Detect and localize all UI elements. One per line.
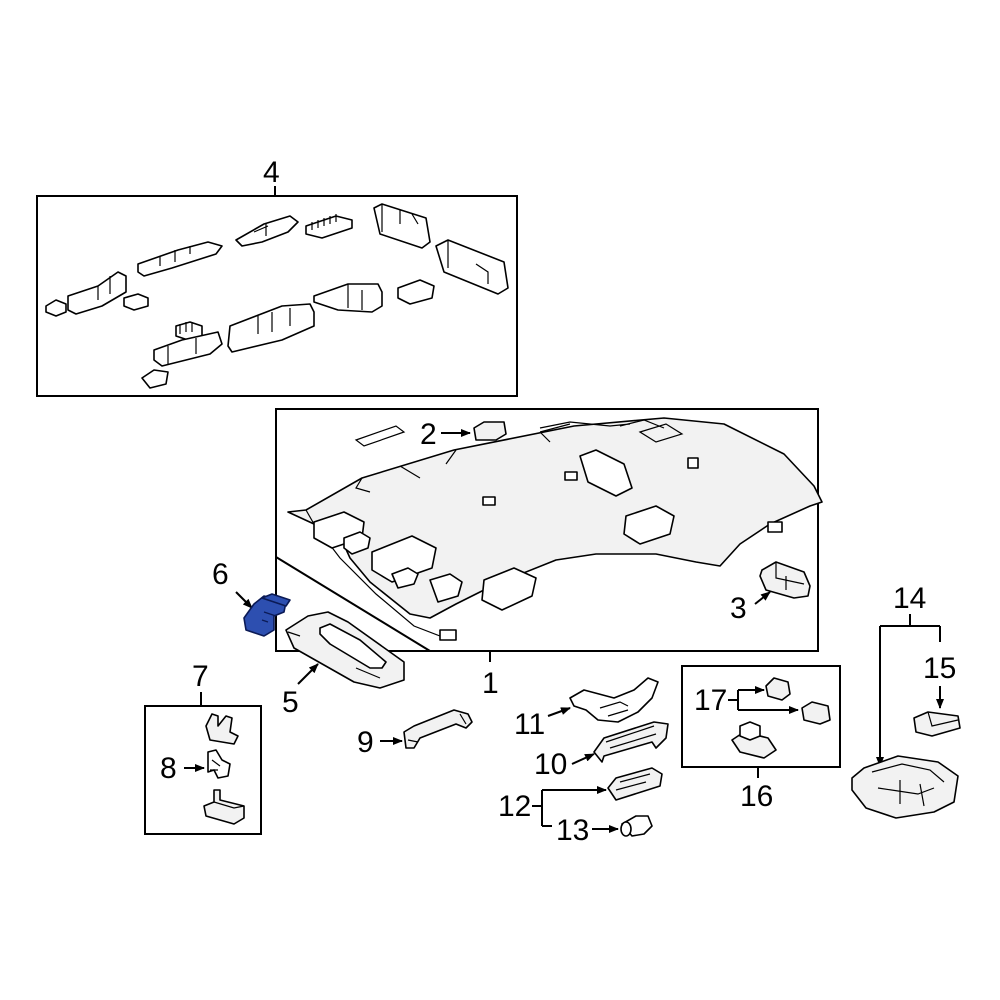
part-7-clip-top[interactable]: [205, 713, 239, 745]
part-7-clip-bottom[interactable]: [203, 789, 245, 825]
callout-15[interactable]: 15: [923, 652, 956, 685]
callout-17[interactable]: 17: [694, 684, 727, 717]
group-7-box: [144, 705, 262, 835]
part-12-lamp[interactable]: [607, 767, 663, 801]
part-11-bracket[interactable]: [569, 677, 659, 723]
callout-16[interactable]: 16: [740, 780, 773, 813]
callout-2[interactable]: 2: [420, 418, 437, 451]
part-14-overhead-console[interactable]: [851, 755, 959, 819]
callout-14[interactable]: 14: [893, 582, 926, 615]
callout-4[interactable]: 4: [263, 156, 280, 189]
part-3-visor-clip[interactable]: [759, 561, 811, 599]
part-9-grab-handle[interactable]: [403, 709, 473, 749]
callout-7[interactable]: 7: [192, 660, 209, 693]
callout-11[interactable]: 11: [514, 708, 545, 741]
part-17-clip-a[interactable]: [765, 677, 791, 701]
part-5-sun-visor[interactable]: [285, 611, 405, 689]
part-2-pad[interactable]: [473, 421, 507, 441]
clip-parts-4[interactable]: [45, 203, 509, 389]
callout-6[interactable]: 6: [212, 558, 229, 591]
callout-12[interactable]: 12: [498, 790, 531, 823]
part-8-spring-clip[interactable]: [207, 749, 231, 779]
callout-10[interactable]: 10: [534, 748, 567, 781]
headliner[interactable]: [287, 417, 823, 641]
callout-3[interactable]: 3: [730, 592, 747, 625]
headliner-group-box: [275, 408, 819, 652]
part-15-lens[interactable]: [913, 711, 961, 737]
callout-8[interactable]: 8: [160, 752, 177, 785]
part-10-handle[interactable]: [593, 721, 669, 763]
callout-5[interactable]: 5: [282, 686, 299, 719]
part-13-bulb[interactable]: [620, 815, 653, 837]
part-6-visor-holder-highlighted[interactable]: [243, 593, 291, 637]
clips-group-box: [36, 195, 518, 397]
group-16-box: [681, 665, 841, 768]
callout-13[interactable]: 13: [556, 814, 589, 847]
part-16-mount[interactable]: [731, 721, 777, 759]
callout-1[interactable]: 1: [482, 667, 499, 700]
callout-9[interactable]: 9: [357, 726, 374, 759]
part-17-clip-b[interactable]: [801, 701, 831, 725]
